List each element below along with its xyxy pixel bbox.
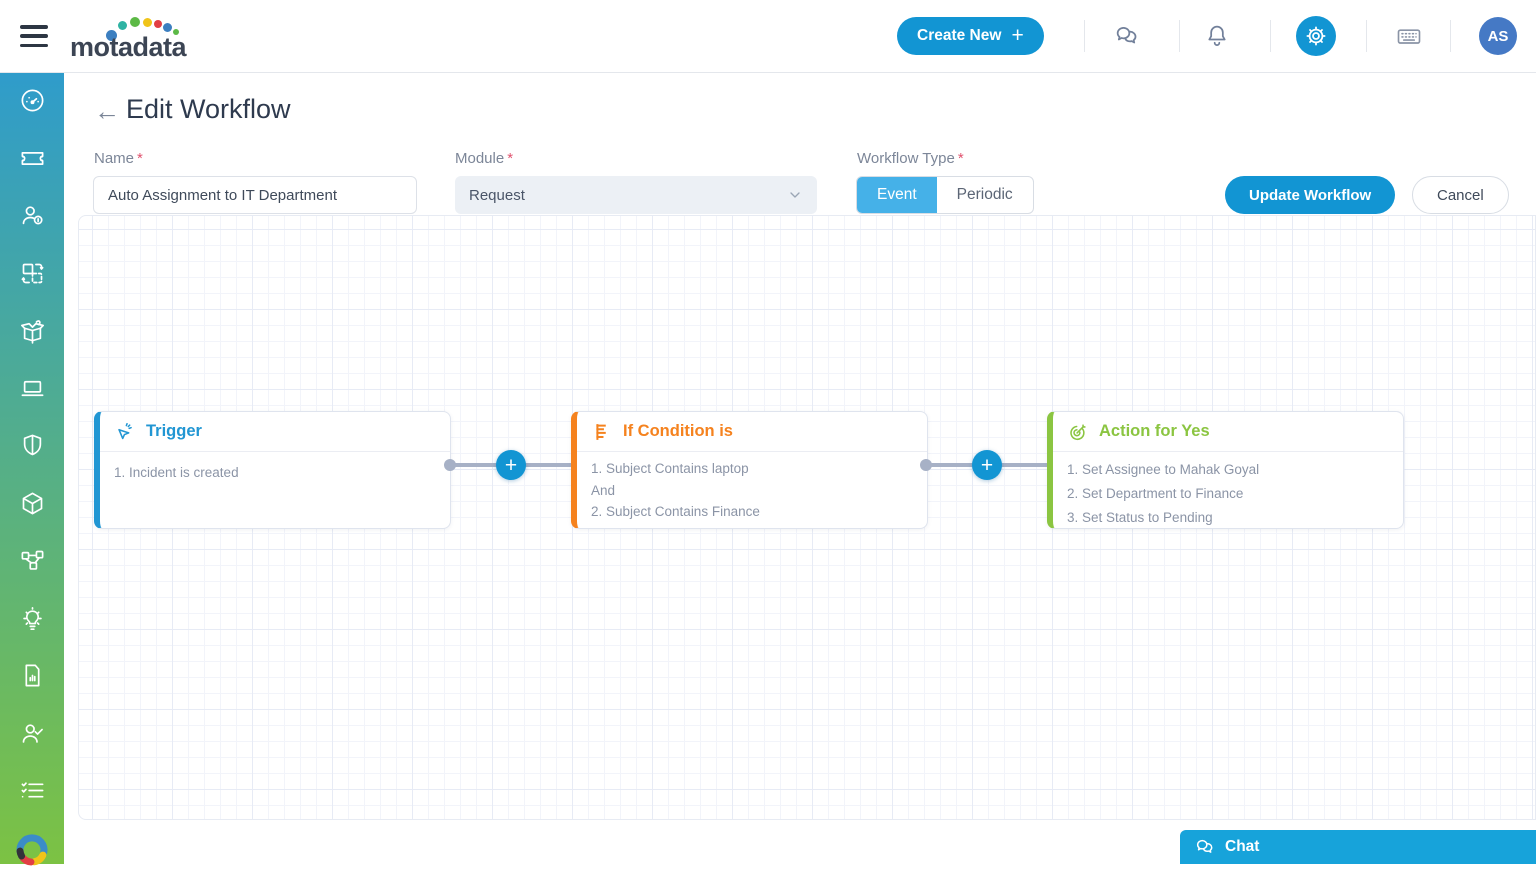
module-label: Module* bbox=[455, 150, 513, 167]
logo-dot bbox=[130, 17, 140, 27]
connector-dot bbox=[444, 459, 456, 471]
condition-title: If Condition is bbox=[623, 422, 733, 441]
action-yes-title: Action for Yes bbox=[1099, 422, 1210, 441]
logo-dot bbox=[118, 21, 127, 30]
sidebar-bulb-icon[interactable] bbox=[0, 590, 64, 648]
avatar[interactable]: AS bbox=[1479, 17, 1517, 55]
required-asterisk: * bbox=[507, 150, 513, 167]
bell-icon[interactable] bbox=[1203, 22, 1231, 50]
divider bbox=[1270, 20, 1271, 52]
module-select[interactable]: Request bbox=[455, 176, 817, 214]
sidebar-report-icon[interactable] bbox=[0, 647, 64, 705]
required-asterisk: * bbox=[137, 150, 143, 167]
chevron-down-icon bbox=[787, 187, 803, 203]
create-new-button[interactable]: Create New + bbox=[897, 17, 1044, 55]
sidebar-checklist-icon[interactable] bbox=[0, 762, 64, 820]
sidebar-shield-icon[interactable] bbox=[0, 417, 64, 475]
page-title: Edit Workflow bbox=[126, 94, 291, 125]
trigger-body: 1. Incident is created bbox=[100, 452, 450, 490]
keyboard-icon[interactable] bbox=[1395, 22, 1423, 50]
back-arrow-icon[interactable]: ← bbox=[94, 98, 120, 124]
cursor-click-icon bbox=[114, 421, 136, 443]
divider bbox=[1450, 20, 1451, 52]
target-arrow-icon bbox=[1067, 421, 1089, 443]
workflow-canvas[interactable]: Trigger 1. Incident is created + If Cond… bbox=[78, 215, 1536, 820]
top-bar: motadata Create New + AS bbox=[0, 0, 1536, 72]
sidebar-laptop-icon[interactable] bbox=[0, 360, 64, 418]
divider bbox=[1366, 20, 1367, 52]
condition-node[interactable]: If Condition is 1. Subject Contains lapt… bbox=[571, 411, 928, 529]
sidebar-topology-icon[interactable] bbox=[0, 532, 64, 590]
sidebar-transform-icon[interactable] bbox=[0, 245, 64, 303]
sidebar-package-icon[interactable] bbox=[0, 302, 64, 360]
required-asterisk: * bbox=[958, 150, 964, 167]
name-label: Name* bbox=[94, 150, 143, 167]
sidebar-ticket-icon[interactable] bbox=[0, 130, 64, 188]
left-sidebar bbox=[0, 72, 64, 864]
plus-icon: + bbox=[1011, 25, 1023, 46]
logo-dot bbox=[143, 18, 152, 27]
module-selected-value: Request bbox=[469, 187, 525, 204]
logo-dot bbox=[154, 20, 162, 28]
action-yes-node[interactable]: Action for Yes 1. Set Assignee to Mahak … bbox=[1047, 411, 1404, 529]
divider bbox=[1084, 20, 1085, 52]
chat-bubble-icon bbox=[1194, 836, 1216, 858]
workflow-type-toggle: Event Periodic bbox=[856, 176, 1034, 214]
filter-bars-icon bbox=[591, 421, 613, 443]
trigger-title: Trigger bbox=[146, 422, 202, 441]
toggle-option-event[interactable]: Event bbox=[857, 177, 937, 213]
sidebar-user-check-icon[interactable] bbox=[0, 705, 64, 763]
sidebar-user-info-icon[interactable] bbox=[0, 187, 64, 245]
connector-dot bbox=[920, 459, 932, 471]
hamburger-menu-icon[interactable] bbox=[20, 25, 48, 47]
name-input[interactable] bbox=[93, 176, 417, 214]
chat-bar[interactable]: Chat bbox=[1180, 830, 1536, 864]
motadata-ring-logo bbox=[14, 828, 50, 872]
logo-dot bbox=[163, 23, 172, 32]
main-content: ← Edit Workflow Name* Module* Request Wo… bbox=[64, 72, 1536, 864]
update-workflow-button[interactable]: Update Workflow bbox=[1225, 176, 1395, 214]
action-yes-body: 1. Set Assignee to Mahak Goyal 2. Set De… bbox=[1053, 452, 1403, 536]
toggle-option-periodic[interactable]: Periodic bbox=[937, 177, 1033, 213]
sidebar-cube-icon[interactable] bbox=[0, 475, 64, 533]
logo-text: motadata bbox=[70, 32, 186, 63]
chat-label: Chat bbox=[1225, 838, 1259, 856]
condition-body: 1. Subject Contains laptop And 2. Subjec… bbox=[577, 452, 927, 529]
chat-icon[interactable] bbox=[1113, 22, 1141, 50]
sidebar-gauge-icon[interactable] bbox=[0, 72, 64, 130]
divider bbox=[1179, 20, 1180, 52]
avatar-initials: AS bbox=[1488, 28, 1509, 45]
add-node-button[interactable]: + bbox=[972, 450, 1002, 480]
workflow-type-label: Workflow Type* bbox=[857, 150, 964, 167]
trigger-node[interactable]: Trigger 1. Incident is created bbox=[94, 411, 451, 529]
cancel-button[interactable]: Cancel bbox=[1412, 176, 1509, 214]
motadata-logo: motadata bbox=[68, 8, 218, 64]
add-node-button[interactable]: + bbox=[496, 450, 526, 480]
gear-icon[interactable] bbox=[1296, 16, 1336, 56]
